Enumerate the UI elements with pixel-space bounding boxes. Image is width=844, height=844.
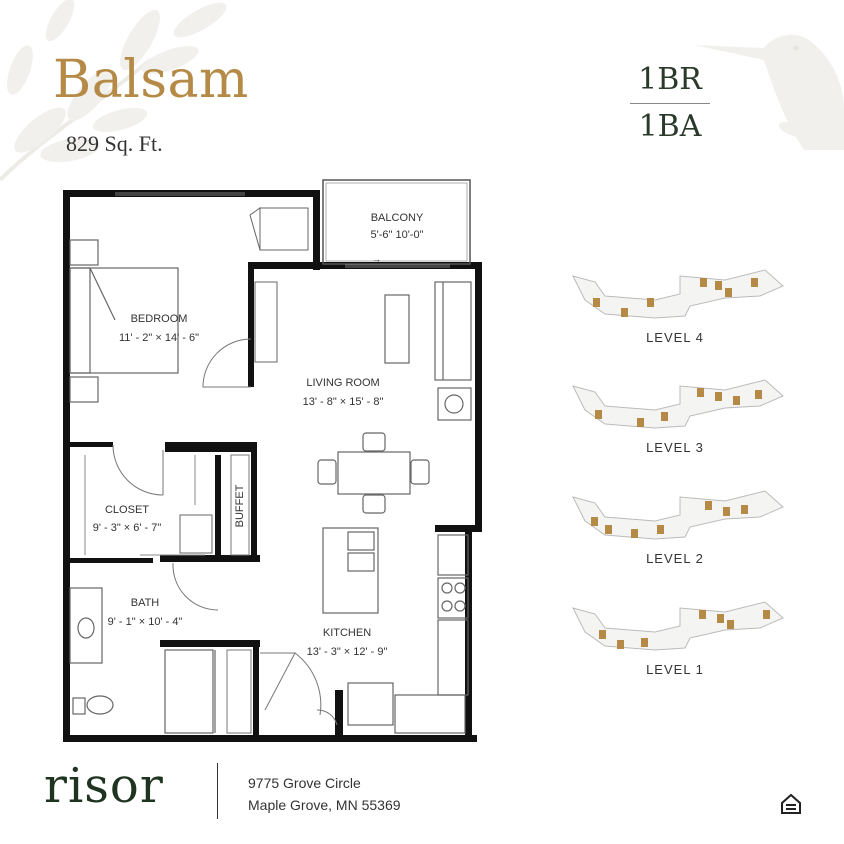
address-line-2: Maple Grove, MN 55369 [248,797,401,813]
bath-fixtures [69,587,216,734]
square-footage: 829 Sq. Ft. [66,131,163,156]
address-line-1: 9775 Grove Circle [248,775,361,791]
bath-shower-wall [160,640,260,647]
bedroom-closet-wall-a [63,442,113,447]
balcony-label: BALCONY [371,212,424,224]
balcony-dims: 5'-6" 10'-0" [371,229,424,241]
west-wall [63,190,70,742]
level-2-label: LEVEL 2 [646,551,704,566]
kitchen-dims: 13' - 3" × 12' - 9" [307,646,388,658]
level-1-keyplan: LEVEL 1 [565,600,785,677]
bedroom-count: 1BR [638,62,702,97]
closet-bath-wall-b [160,555,260,562]
south-wall-east [340,735,477,742]
entry-wall [335,690,343,742]
closet-bath-wall-a [63,558,153,563]
level-1-label: LEVEL 1 [646,662,704,677]
keyplan-map [572,269,784,319]
keyplan-map [572,490,784,540]
kitchen-label: KITCHEN [323,627,371,639]
level-4-keyplan: LEVEL 4 [565,268,785,345]
bedroom-label: BEDROOM [131,313,188,325]
level-2-keyplan: LEVEL 2 [565,489,785,566]
level-3-keyplan: LEVEL 3 [565,378,785,455]
east-wall-upper [475,262,482,532]
hummingbird-decoration [694,34,844,150]
keyplan-map [572,601,784,651]
bed-furniture [69,239,179,403]
kitchen-notch [435,525,482,532]
closet-dims: 9' - 3" × 6' - 7" [93,522,162,534]
closet-divider [215,455,221,555]
level-4-label: LEVEL 4 [646,330,704,345]
keyplan-map [572,379,784,429]
plan-name: Balsam [53,50,249,110]
level-3-label: LEVEL 3 [646,440,704,455]
bedroom-closet-wall-b [165,442,257,452]
bathroom-count: 1BA [638,109,702,144]
balcony-outline [322,179,471,265]
risor-logo: risor [44,758,164,814]
living-furniture [317,281,472,514]
bedroom-living-wall [248,262,254,387]
bath-label: BATH [131,597,160,609]
floor-plan: → [63,179,482,742]
closet-label: CLOSET [105,504,149,516]
slider-arrow-icon: → [372,254,381,264]
kitchen-fixtures [322,527,469,734]
bath-east-wall [253,640,259,742]
address-block: 9775 Grove Circle Maple Grove, MN 55369 [248,772,401,816]
living-room-dims: 13' - 8" × 15' - 8" [303,396,384,408]
living-room-label: LIVING ROOM [306,377,379,389]
bedroom-dims: 11' - 2" × 14' - 6" [119,332,199,344]
leaf-decoration [0,0,227,182]
equal-housing-icon [781,793,801,814]
south-wall-west [63,735,340,742]
buffet-wall [251,442,257,560]
bedroom-east-wall-upper [313,190,320,270]
buffet-label: BUFFET [234,484,246,527]
bed-bath-badge: 1BR 1BA [628,62,712,144]
bed-bath-divider [630,103,710,104]
bath-dims: 9' - 1" × 10' - 4" [108,616,183,628]
footer-divider [217,763,218,819]
